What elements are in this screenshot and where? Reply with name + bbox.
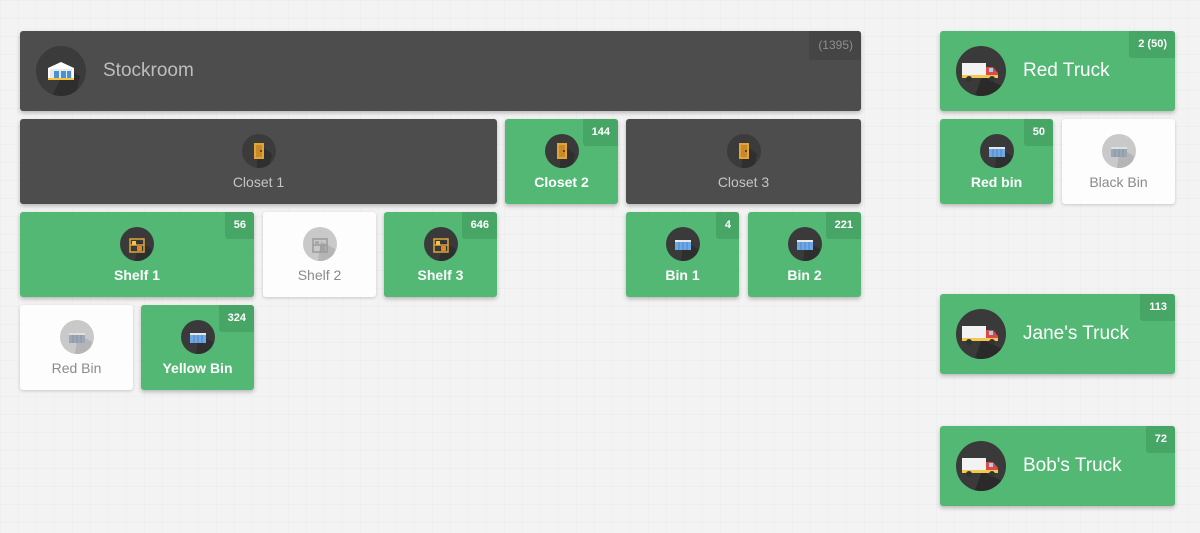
truck-icon (956, 46, 1006, 96)
yellow-bin-count-badge: 324 (218, 305, 254, 332)
stockroom-label: Stockroom (103, 60, 194, 81)
truck-icon (956, 309, 1006, 359)
bin-1-label: Bin 1 (665, 266, 700, 283)
black-bin-label: Black Bin (1089, 173, 1148, 190)
bin-icon (787, 226, 822, 261)
closet-2-tile[interactable]: Closet 2 144 (505, 119, 618, 204)
red-bin-truck-count-badge: 50 (1023, 119, 1053, 146)
bin-icon (665, 226, 700, 261)
bin-1-count-badge: 4 (715, 212, 739, 239)
red-truck-label: Red Truck (1023, 60, 1110, 81)
bin-icon (59, 319, 94, 354)
truck-icon (956, 441, 1006, 491)
red-bin-tile[interactable]: Red Bin (20, 305, 133, 390)
red-bin-truck-tile[interactable]: Red bin 50 (940, 119, 1053, 204)
shelf-3-tile[interactable]: Shelf 3 646 (384, 212, 497, 297)
bobs-truck-tile[interactable]: Bob's Truck 72 (940, 426, 1175, 506)
janes-truck-count-badge: 113 (1140, 294, 1175, 321)
shelf-icon (120, 226, 154, 261)
stockroom-count-badge: (1395) (809, 31, 861, 60)
bin-icon (180, 319, 215, 354)
closet-2-label: Closet 2 (534, 173, 589, 190)
bin-2-label: Bin 2 (787, 266, 822, 283)
shelf-2-label: Shelf 2 (297, 266, 342, 283)
shelf-icon (302, 226, 337, 261)
bobs-truck-count-badge: 72 (1145, 426, 1175, 453)
red-bin-truck-label: Red bin (970, 173, 1023, 190)
janes-truck-tile[interactable]: Jane's Truck 113 (940, 294, 1175, 374)
door-icon (544, 133, 579, 168)
bin-icon (979, 133, 1014, 168)
shelf-icon (423, 226, 458, 261)
bin-1-tile[interactable]: Bin 1 4 (626, 212, 739, 297)
black-bin-tile[interactable]: Black Bin (1062, 119, 1175, 204)
bin-2-count-badge: 221 (825, 212, 861, 239)
bin-icon (1101, 133, 1136, 168)
yellow-bin-tile[interactable]: Yellow Bin 324 (141, 305, 254, 390)
bobs-truck-label: Bob's Truck (1023, 455, 1122, 476)
yellow-bin-label: Yellow Bin (162, 359, 233, 376)
red-truck-tile[interactable]: Red Truck 2 (50) (940, 31, 1175, 111)
shelf-1-tile[interactable]: Shelf 1 56 (20, 212, 254, 297)
door-icon (726, 133, 761, 168)
red-truck-count-badge: 2 (50) (1129, 31, 1175, 58)
bin-2-tile[interactable]: Bin 2 221 (748, 212, 861, 297)
closet-3-label: Closet 3 (717, 173, 770, 190)
shelf-3-count-badge: 646 (461, 212, 497, 239)
shelf-3-label: Shelf 3 (417, 266, 464, 283)
closet-2-count-badge: 144 (582, 119, 618, 146)
warehouse-icon (36, 46, 86, 96)
closet-3-tile[interactable]: Closet 3 (626, 119, 861, 204)
janes-truck-label: Jane's Truck (1023, 323, 1130, 344)
shelf-1-count-badge: 56 (224, 212, 254, 239)
shelf-1-label: Shelf 1 (114, 266, 160, 283)
door-icon (241, 133, 276, 168)
closet-1-label: Closet 1 (232, 173, 285, 190)
red-bin-label: Red Bin (51, 359, 102, 376)
stockroom-tile[interactable]: Stockroom (1395) (20, 31, 861, 111)
closet-1-tile[interactable]: Closet 1 (20, 119, 497, 204)
shelf-2-tile[interactable]: Shelf 2 (263, 212, 376, 297)
